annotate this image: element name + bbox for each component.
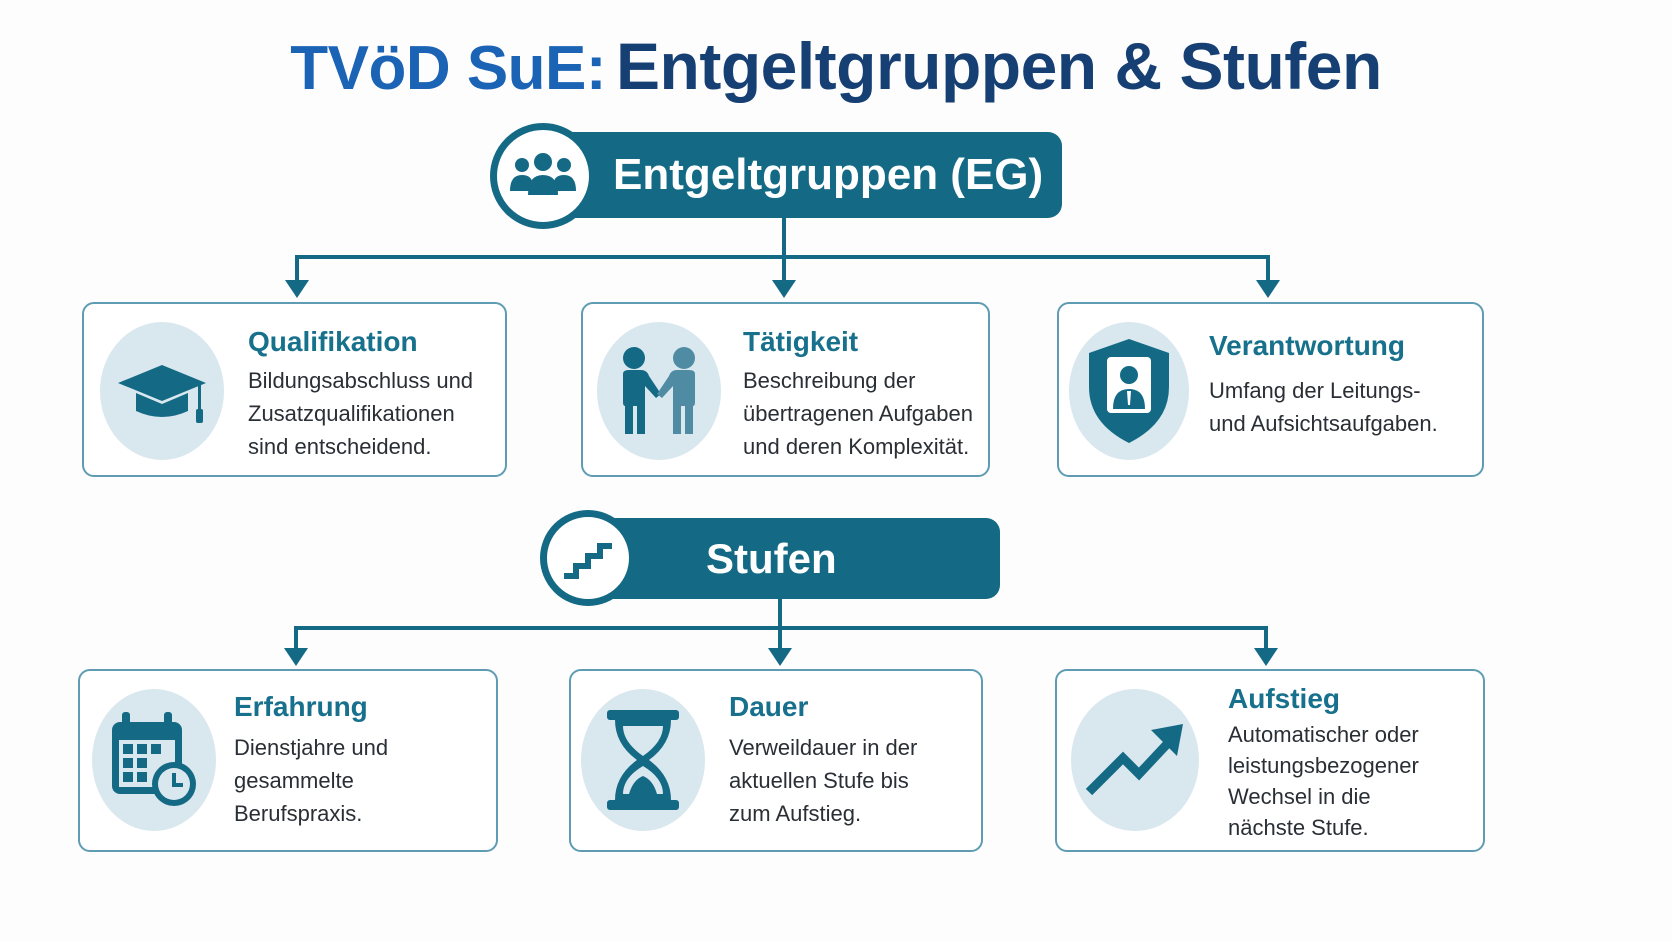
card-title: Verantwortung (1209, 330, 1406, 361)
arrowhead (285, 280, 309, 298)
card-title: Tätigkeit (743, 326, 859, 357)
card-description: Dienstjahre und gesammelte Berufspraxis. (234, 731, 388, 830)
card-qualifikation: Qualifikation Bildungsabschluss und Zusa… (82, 302, 507, 477)
card-title: Aufstieg (1228, 683, 1340, 714)
shield-person-icon (1089, 339, 1169, 443)
graduation-cap-icon (118, 365, 206, 423)
title-main: Entgeltgruppen & Stufen (616, 29, 1382, 103)
arrowhead (284, 648, 308, 666)
stufen-section-label: Stufen (706, 534, 837, 582)
card-text-line: nächste Stufe. (1228, 815, 1369, 840)
hourglass-icon (607, 710, 679, 810)
handshake-icon (623, 347, 695, 434)
icon-circle (1069, 322, 1189, 460)
card-text-line: Zusatzqualifikationen (248, 401, 455, 426)
card-title: Dauer (729, 691, 809, 722)
card-verantwortung: Verantwortung Umfang der Leitungs- und A… (1057, 302, 1484, 477)
card-title: Qualifikation (248, 326, 418, 357)
trend-up-arrow-icon (1085, 724, 1183, 796)
card-description: Verweildauer in der aktuellen Stufe bis … (729, 731, 917, 830)
card-erfahrung: Erfahrung Dienstjahre und gesammelte Ber… (78, 669, 498, 852)
card-dauer: Dauer Verweildauer in der aktuellen Stuf… (569, 669, 983, 852)
card-taetigkeit: Tätigkeit Beschreibung der übertragenen … (581, 302, 990, 477)
icon-circle (92, 689, 216, 831)
card-text-line: Dienstjahre und (234, 735, 389, 760)
card-text-line: gesammelte (234, 768, 354, 793)
card-description: Automatischer oder leistungsbezogener We… (1228, 719, 1419, 843)
card-description: Beschreibung der übertragenen Aufgaben u… (743, 364, 973, 463)
arrowhead (1254, 648, 1278, 666)
card-text-line: übertragenen Aufgaben (743, 401, 973, 426)
card-text-line: sind entscheidend. (248, 434, 432, 459)
stufen-section-header: Stufen (588, 518, 1000, 599)
card-text-line: Wechsel in die (1228, 784, 1371, 809)
card-text-line: aktuellen Stufe bis (729, 768, 909, 793)
icon-circle (1071, 689, 1199, 831)
stufen-icon-circle (540, 510, 636, 606)
icon-circle (100, 322, 224, 460)
card-description: Bildungsabschluss und Zusatzqualifikatio… (248, 364, 473, 463)
icon-circle (581, 689, 705, 831)
card-text-line: leistungsbezogener (1228, 753, 1419, 778)
card-text-line: Automatischer oder (1228, 722, 1419, 747)
card-title: Erfahrung (234, 691, 368, 722)
arrowhead (772, 280, 796, 298)
eg-icon-circle (490, 123, 596, 229)
arrowhead (1256, 280, 1280, 298)
card-description: Umfang der Leitungs- und Aufsichtsaufgab… (1209, 374, 1438, 440)
card-text-line: und deren Komplexität. (743, 434, 970, 459)
title-prefix: TVöD SuE: (290, 34, 607, 103)
card-text-line: Verweildauer in der (729, 735, 918, 760)
card-text-line: Umfang der Leitungs- (1209, 378, 1421, 403)
calendar-clock-icon (112, 712, 196, 806)
icon-circle (597, 322, 721, 460)
card-text-line: zum Aufstieg. (729, 801, 862, 826)
card-aufstieg: Aufstieg Automatischer oder leistungsbez… (1055, 669, 1485, 852)
page-title: TVöD SuE: Entgeltgruppen & Stufen (0, 28, 1672, 104)
people-group-icon (510, 153, 576, 195)
stairs-icon (564, 543, 612, 579)
card-text-line: Bildungsabschluss und (248, 368, 474, 393)
eg-section-header: Entgeltgruppen (EG) (548, 132, 1062, 218)
eg-section-label: Entgeltgruppen (EG) (613, 150, 1044, 199)
card-text-line: Berufspraxis. (234, 801, 363, 826)
card-text-line: Beschreibung der (743, 368, 916, 393)
arrowhead (768, 648, 792, 666)
card-text-line: und Aufsichtsaufgaben. (1209, 411, 1438, 436)
